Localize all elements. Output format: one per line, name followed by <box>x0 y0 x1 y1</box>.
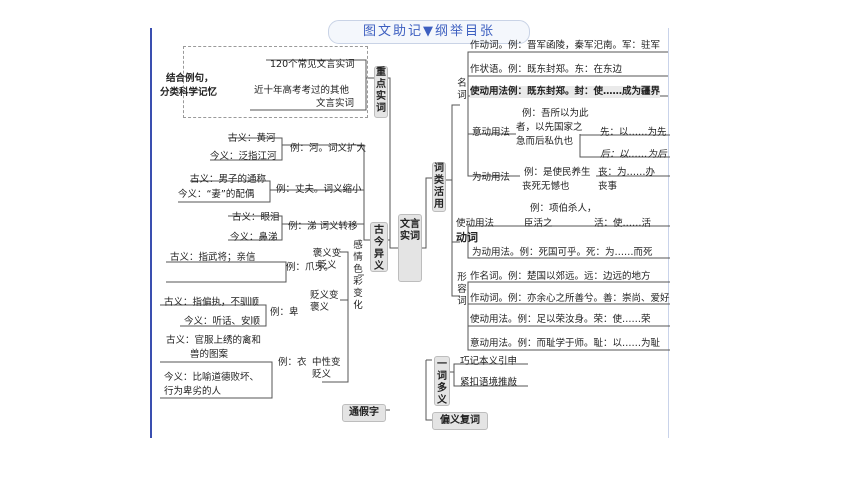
commendatory-example: 例：卑 <box>270 307 299 318</box>
derogatory-label: 褒义变贬义 <box>312 248 342 271</box>
gujin-node: 古今异义 <box>370 222 388 272</box>
adj-label: 形容词 <box>457 272 467 307</box>
commendatory-label: 贬义变褒义 <box>310 290 339 313</box>
key-words-node: 重点实词 <box>374 66 388 118</box>
expand-old-meaning: 古义：黄河 <box>228 133 276 144</box>
noun-causative: 使动用法例：既东封郑。封：使……成为疆界 <box>470 86 661 98</box>
neutral-old-meaning-1: 古义：官服上绣的禽和 <box>166 335 262 346</box>
root-node: 文言实词 <box>398 214 422 282</box>
cilei-node: 词类活用 <box>432 162 446 212</box>
verb-causative-example-pre: 例：项伯杀人， <box>530 203 597 214</box>
yici-item-1: 巧记本义引申 <box>460 356 518 367</box>
adj-as-verb: 作动词。例：亦余心之所善兮。善：崇尚、爱好 <box>470 293 670 304</box>
expand-example: 例：河。词义扩大 <box>290 143 367 154</box>
neutral-new-meaning-2: 行为卑劣的人 <box>164 386 222 397</box>
verb-causative-item: 活：使……活 <box>594 218 652 229</box>
verb-wei-usage: 为动用法。例：死国可乎。死：为……而死 <box>472 247 653 258</box>
adj-putative: 意动用法。例：而耻学于师。耻：以……为耻 <box>470 338 661 349</box>
noun-wei-item-1: 丧：为……办 <box>598 167 656 178</box>
noun-wei-example-1: 例：是使民养生 <box>524 167 591 178</box>
noun-wei-label: 为动用法 <box>472 172 511 183</box>
right-frame-border <box>668 28 669 438</box>
neutral-old-meaning-2: 兽的图案 <box>190 349 229 360</box>
noun-as-adverb: 作状语。例：既东封郑。东：在东边 <box>470 64 623 75</box>
commendatory-old-meaning: 古义：指偏执，不驯顺 <box>164 297 260 308</box>
adj-causative: 使动用法。例：足以荣汝身。荣：使……荣 <box>470 314 651 325</box>
noun-putative-example-2: 者，以先国家之 <box>516 122 583 133</box>
expand-new-meaning: 今义：泛指江河 <box>210 151 277 162</box>
left-frame-border <box>150 28 152 438</box>
tongjiazi-node: 通假字 <box>342 404 386 422</box>
verb-causative-label: 使动用法 <box>456 218 495 229</box>
verb-label: 动词 <box>456 231 478 244</box>
memory-tip-line-1: 结合例句， <box>166 73 214 84</box>
memory-tip-box <box>183 46 368 118</box>
derogatory-example: 例：爪牙。 <box>286 262 334 273</box>
yici-node: 一词多义 <box>434 356 450 406</box>
verb-causative-example: 臣活之 <box>524 218 553 229</box>
noun-putative-example-1: 例：吾所以为此 <box>522 108 589 119</box>
noun-putative-item-2: 后：以……为后 <box>600 149 667 160</box>
noun-as-verb: 作动词。例：晋军函陵，秦军汜南。军：驻军 <box>470 40 661 51</box>
pianyi-node: 偏义复词 <box>432 412 488 430</box>
key-word-item-2: 近十年高考考过的其他 <box>254 85 350 96</box>
noun-wei-item-2: 丧事 <box>598 181 618 192</box>
page-title: 图文助记▼纲举目张 <box>328 20 530 44</box>
memory-tip-line-2: 分类科学记忆 <box>160 87 218 98</box>
color-change-label: 感情色彩变化 <box>353 240 363 311</box>
narrow-new-meaning: 今义：“妻”的配偶 <box>178 189 255 200</box>
neutral-example: 例：衣 <box>278 357 307 368</box>
commendatory-new-meaning: 今义：听话、安顺 <box>184 316 261 327</box>
noun-putative-label: 意动用法 <box>472 127 511 138</box>
transfer-example: 例：涕 词义转移 <box>288 221 358 232</box>
neutral-label: 中性变贬义 <box>312 357 341 380</box>
key-word-item-3: 文言实词 <box>316 98 355 109</box>
adj-as-noun: 作名词。例：楚国以郊远。远：边远的地方 <box>470 271 651 282</box>
neutral-new-meaning-1: 今义：比喻道德败坏、 <box>164 372 260 383</box>
narrow-example: 例：丈夫。词义缩小 <box>276 184 362 195</box>
transfer-new-meaning: 今义：鼻涕 <box>230 232 278 243</box>
noun-label: 名词 <box>457 78 467 101</box>
transfer-old-meaning: 古义：眼泪 <box>232 212 280 223</box>
key-word-item-1: 120个常见文言实词 <box>270 59 355 70</box>
noun-wei-example-2: 丧死无憾也 <box>522 181 570 192</box>
noun-putative-example-3: 急而后私仇也 <box>516 136 574 147</box>
narrow-old-meaning: 古义：男子的通称 <box>190 174 267 185</box>
yici-item-2: 紧扣语境推敲 <box>460 377 518 388</box>
derogatory-old-meaning: 古义：指武将；亲信 <box>170 252 256 263</box>
noun-putative-item-1: 先：以……为先 <box>600 127 667 138</box>
